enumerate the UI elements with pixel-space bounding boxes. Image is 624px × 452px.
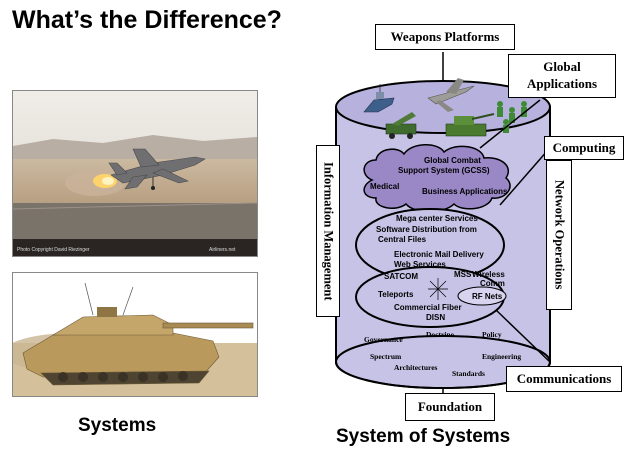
computing-box: Computing xyxy=(544,136,624,160)
page-title: What’s the Difference? xyxy=(12,6,282,34)
label-software-distribution: Software Distribution from xyxy=(376,225,477,234)
weapons-platforms-box: Weapons Platforms xyxy=(375,24,515,50)
jet-credit-right: Airliners.net xyxy=(209,247,236,253)
foundation-box: Foundation xyxy=(405,393,495,421)
jet-credit-left: Photo Copyright David Riezinger xyxy=(17,247,90,253)
communications-box: Communications xyxy=(506,366,622,392)
rf-nets-ellipse xyxy=(457,286,507,306)
tank-icon xyxy=(445,113,495,137)
fighter-jet-icon xyxy=(427,78,475,112)
label-teleports: Teleports xyxy=(378,290,414,299)
label-central-files: Central Files xyxy=(378,235,427,244)
global-applications-label: Global Applications xyxy=(526,59,598,91)
computing-connector xyxy=(499,149,549,206)
label-mega-center: Mega center Services xyxy=(396,214,478,223)
tank-photo-image xyxy=(13,273,257,396)
label-rf-nets: RF Nets xyxy=(472,292,503,301)
information-management-box: Information Management xyxy=(316,145,340,317)
label-medical: Medical xyxy=(370,182,400,191)
applications-cloud xyxy=(363,144,511,213)
jet-photo-image: Photo Copyright David Riezinger Airliner… xyxy=(13,91,257,256)
global-apps-connector xyxy=(479,99,541,149)
systems-caption: Systems xyxy=(78,415,157,436)
jet-photo: Photo Copyright David Riezinger Airliner… xyxy=(12,90,258,257)
communications-connector xyxy=(495,309,551,363)
label-engineering: Engineering xyxy=(482,352,522,361)
platform-icons xyxy=(363,78,527,139)
label-comm: Comm xyxy=(480,279,505,288)
global-applications-box: Global Applications xyxy=(508,54,616,98)
label-disn: DISN xyxy=(426,313,446,322)
label-satcom: SATCOM xyxy=(384,272,419,281)
tank-photo xyxy=(12,272,258,397)
satellite-icon xyxy=(428,278,448,300)
label-spectrum: Spectrum xyxy=(370,352,402,361)
label-doctrine: Doctrine xyxy=(426,330,454,339)
label-business-applications: Business Applications xyxy=(422,187,508,196)
label-support-system: Support System (GCSS) xyxy=(398,166,490,175)
label-mss: MSS xyxy=(454,270,472,279)
network-operations-label: Network Operations xyxy=(552,180,567,290)
label-governance: Governance xyxy=(364,335,403,344)
label-global-combat: Global Combat xyxy=(424,156,481,165)
system-of-systems-caption: System of Systems xyxy=(336,426,511,447)
label-architectures: Architectures xyxy=(394,363,438,372)
label-policy: Policy xyxy=(482,330,502,339)
information-management-label: Information Management xyxy=(321,161,336,301)
label-email-delivery: Electronic Mail Delivery xyxy=(394,250,484,259)
label-web-services: Web Services xyxy=(394,260,446,269)
missile-launcher-icon xyxy=(385,112,417,139)
ship-icon xyxy=(363,84,395,113)
network-operations-box: Network Operations xyxy=(546,160,572,310)
label-standards: Standards xyxy=(452,369,485,378)
label-commercial-fiber: Commercial Fiber xyxy=(394,303,462,312)
label-wireless: Wireless xyxy=(472,270,505,279)
